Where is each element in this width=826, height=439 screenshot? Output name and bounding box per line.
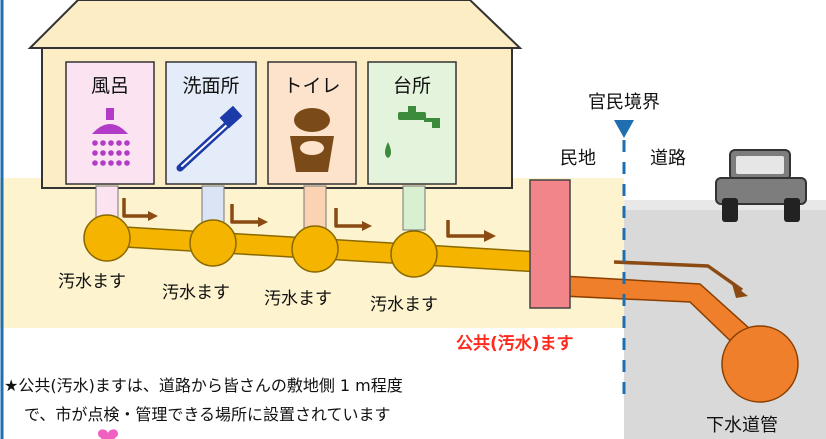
room-label: 洗面所 [182,75,239,97]
inspection-box-label: 汚水ます [264,289,332,309]
private-land-label: 民地 [560,148,596,169]
inspection-box [390,230,438,278]
inspection-boxes [83,214,438,278]
flow-arrows [122,198,748,298]
note-line-2: で、市が点検・管理できる場所に設置されています [24,405,391,424]
flow-arrow [613,260,744,292]
public-box-label: 公共(汚水)ます [456,333,574,354]
room-bath: 風呂 [65,61,155,185]
toothbrush-icon [176,105,243,172]
inspection-box [83,214,131,262]
sewer-main-label: 下水道管 [706,415,778,436]
boundary-marker-icon [614,120,634,138]
boundary-label: 官民境界 [588,92,660,113]
faucet-icon [385,106,440,158]
house-roof [27,0,523,49]
car-icon [715,149,807,222]
sewer-main-pipe [721,325,799,403]
room-label: 風呂 [91,75,129,97]
room-washroom: 洗面所 [165,61,257,185]
public-inspection-box [529,179,571,309]
room-kitchen: 台所 [367,61,457,185]
inspection-box-label: 汚水ます [370,295,438,315]
road-label: 道路 [650,148,686,169]
flow-arrow [122,198,150,218]
room-label: 台所 [393,75,431,97]
inspection-box-label: 汚水ます [58,272,126,292]
room-toilet: トイレ [267,61,357,185]
flow-arrow [334,208,364,228]
inspection-box [291,225,339,273]
inspection-box [189,219,237,267]
flow-arrow [446,220,488,238]
shower-icon [92,108,130,166]
heart-icon [98,429,118,439]
room-label: トイレ [283,75,340,97]
toilet-icon [290,108,334,172]
flow-arrow [230,204,260,224]
note-line-1: ★公共(汚水)ますは、道路から皆さんの敷地側 1 m程度 [4,376,403,395]
inspection-box-label: 汚水ます [162,283,230,303]
